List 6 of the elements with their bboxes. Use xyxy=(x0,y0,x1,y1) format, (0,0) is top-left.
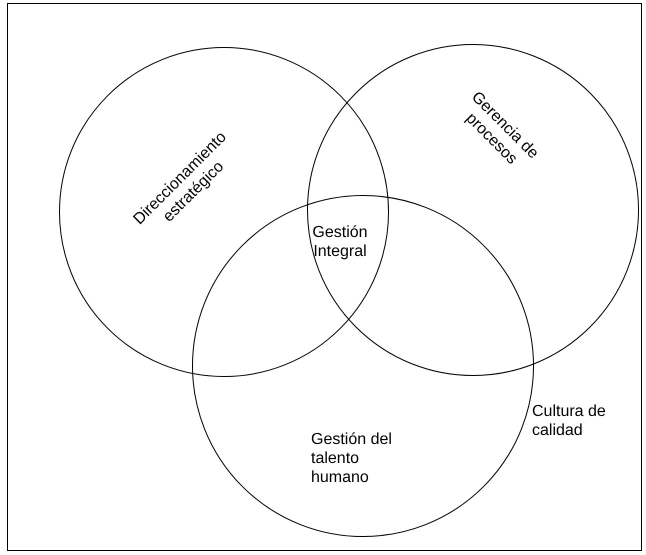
venn-circle xyxy=(59,47,389,377)
frame-box xyxy=(7,3,642,551)
intersection-label: Gestión Integral xyxy=(311,223,369,262)
circle-label: Gestión del talento humano xyxy=(311,430,393,488)
venn-circle xyxy=(307,44,639,376)
circle-label: Cultura de calidad xyxy=(532,402,607,440)
